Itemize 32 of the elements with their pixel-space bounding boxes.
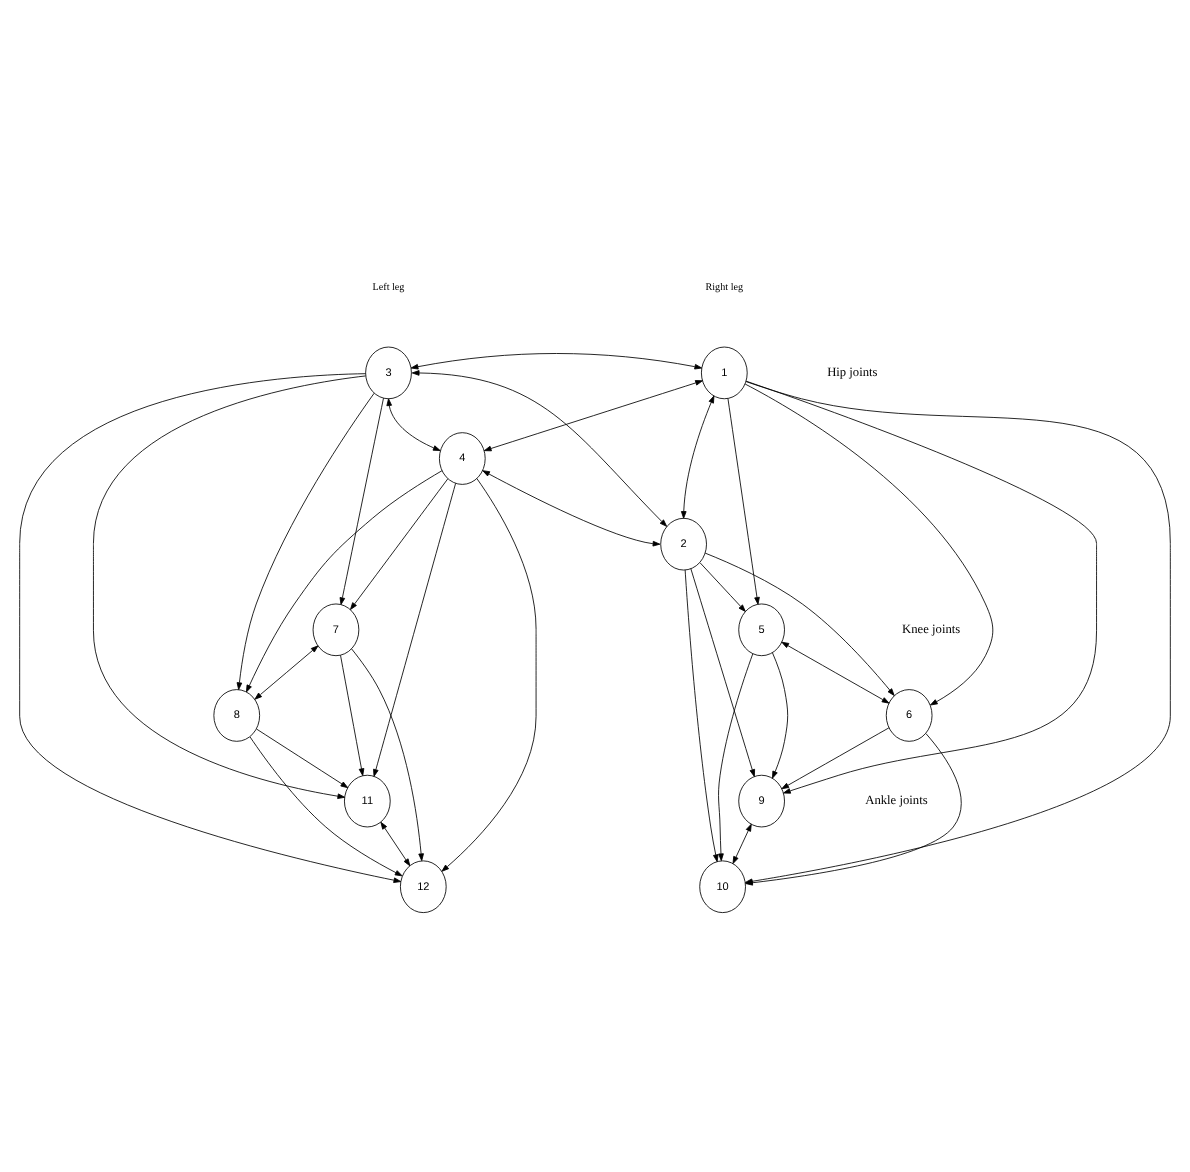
arrow bbox=[684, 568, 719, 862]
arrow bbox=[482, 469, 661, 546]
arrow bbox=[718, 652, 754, 861]
arrow bbox=[246, 469, 443, 692]
arrow bbox=[745, 379, 1097, 793]
arrow bbox=[380, 820, 411, 866]
arrow bbox=[373, 481, 457, 776]
arrow bbox=[340, 653, 365, 775]
arrow bbox=[249, 735, 403, 876]
arrow bbox=[690, 567, 756, 776]
arrow bbox=[727, 397, 760, 604]
arrow bbox=[410, 352, 703, 369]
arrow bbox=[699, 561, 746, 611]
arrow bbox=[732, 822, 752, 863]
arrow bbox=[256, 727, 349, 788]
arrow bbox=[772, 651, 789, 778]
arrow bbox=[351, 647, 424, 861]
arrow bbox=[781, 726, 890, 789]
arrow bbox=[236, 391, 375, 689]
arrow bbox=[339, 396, 384, 604]
arrow bbox=[781, 640, 890, 703]
arrow bbox=[19, 372, 402, 882]
arrow bbox=[411, 369, 668, 526]
arrow bbox=[704, 551, 895, 695]
arrow bbox=[441, 477, 537, 871]
arrow bbox=[93, 374, 367, 798]
arrow bbox=[483, 379, 703, 451]
arrow bbox=[386, 397, 441, 450]
arrow bbox=[680, 394, 715, 518]
arrow bbox=[350, 477, 449, 609]
arrow bbox=[744, 382, 994, 705]
arrow bbox=[254, 644, 319, 699]
